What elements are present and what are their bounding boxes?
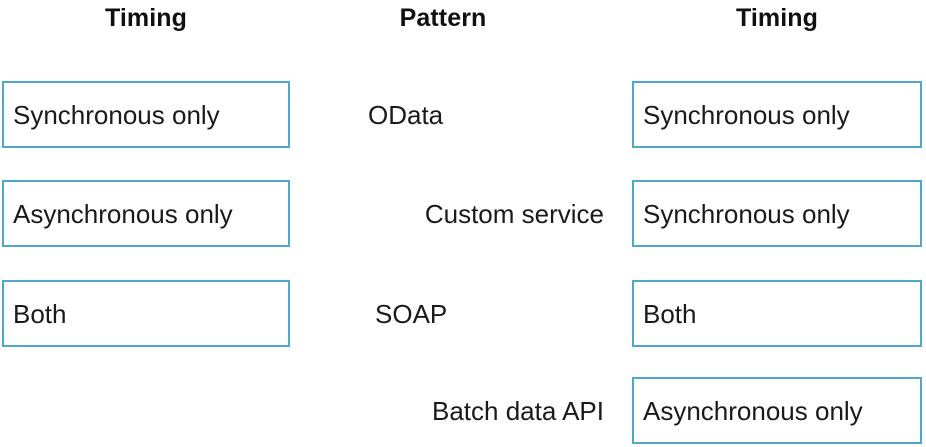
- right-answer-box-2[interactable]: Synchronous only: [632, 180, 922, 247]
- left-option-box-3[interactable]: Both: [2, 280, 290, 347]
- column-header-timing-right: Timing: [735, 4, 819, 32]
- left-option-box-1[interactable]: Synchronous only: [2, 81, 290, 148]
- pattern-label-4: Batch data API: [431, 395, 604, 426]
- pattern-label-2: Custom service: [424, 198, 604, 229]
- column-header-pattern: Pattern: [399, 4, 487, 32]
- right-answer-box-4[interactable]: Asynchronous only: [632, 377, 922, 444]
- right-answer-box-1[interactable]: Synchronous only: [632, 81, 922, 148]
- right-answer-box-3[interactable]: Both: [632, 280, 922, 347]
- left-option-label-3: Both: [13, 298, 67, 329]
- left-option-label-2: Asynchronous only: [13, 198, 233, 229]
- left-option-label-1: Synchronous only: [13, 99, 220, 130]
- right-answer-label-1: Synchronous only: [643, 99, 850, 130]
- right-answer-label-4: Asynchronous only: [643, 395, 863, 426]
- column-header-timing-left: Timing: [104, 4, 188, 32]
- pattern-label-1: OData: [368, 99, 444, 130]
- left-option-box-2[interactable]: Asynchronous only: [2, 180, 290, 247]
- right-answer-label-2: Synchronous only: [643, 198, 850, 229]
- right-answer-label-3: Both: [643, 298, 697, 329]
- pattern-label-3: SOAP: [375, 298, 448, 329]
